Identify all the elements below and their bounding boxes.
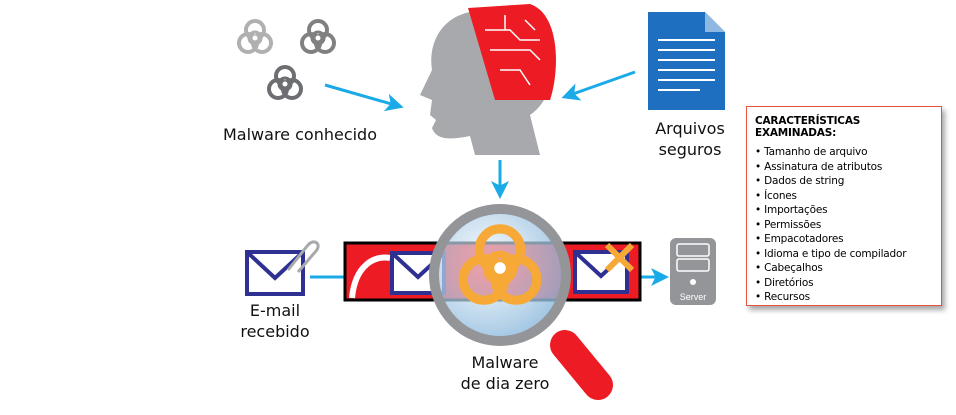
paperclip-icon	[286, 240, 320, 273]
biohazard-icon	[237, 19, 273, 54]
email-label-1: E-mail	[249, 301, 301, 320]
features-list: Tamanho de arquivo Assinatura de atribut…	[755, 145, 933, 305]
safe-files-label-1: Arquivos	[655, 119, 725, 138]
feature-item: Tamanho de arquivo	[755, 145, 933, 160]
arrow	[561, 70, 636, 101]
biohazard-icon	[300, 19, 336, 54]
feature-item: Recursos	[755, 290, 933, 305]
features-title: CARACTERÍSTICAS EXAMINADAS:	[755, 115, 861, 139]
feature-item: Cabeçalhos	[755, 261, 933, 276]
feature-item: Empacotadores	[755, 232, 933, 247]
feature-item: Importações	[755, 203, 933, 218]
feature-item: Dados de string	[755, 174, 933, 189]
blocked-x-icon	[604, 242, 635, 273]
feature-item: Assinatura de atributos	[755, 160, 933, 175]
known-malware-label: Malware conhecido	[223, 125, 377, 144]
circuit-lines	[485, 15, 541, 86]
arrow	[324, 83, 404, 112]
feature-item: Permissões	[755, 218, 933, 233]
features-box: CARACTERÍSTICAS EXAMINADAS: Tamanho de a…	[746, 106, 942, 306]
zero-day-label-1: Malware	[471, 353, 539, 372]
feature-item: Ícones	[755, 189, 933, 204]
feature-item: Idioma e tipo de compilador	[755, 247, 933, 262]
magnifier-handle	[550, 330, 613, 400]
document-icon	[648, 12, 725, 110]
server-icon: Server	[670, 238, 716, 305]
email-envelope-icon	[245, 250, 305, 296]
safe-files-label-2: seguros	[658, 140, 722, 159]
zero-day-label-2: de dia zero	[460, 374, 550, 393]
server-label: Server	[680, 292, 707, 302]
biohazard-icon	[267, 65, 303, 100]
email-label-2: recebido	[240, 322, 310, 341]
feature-item: Diretórios	[755, 276, 933, 291]
